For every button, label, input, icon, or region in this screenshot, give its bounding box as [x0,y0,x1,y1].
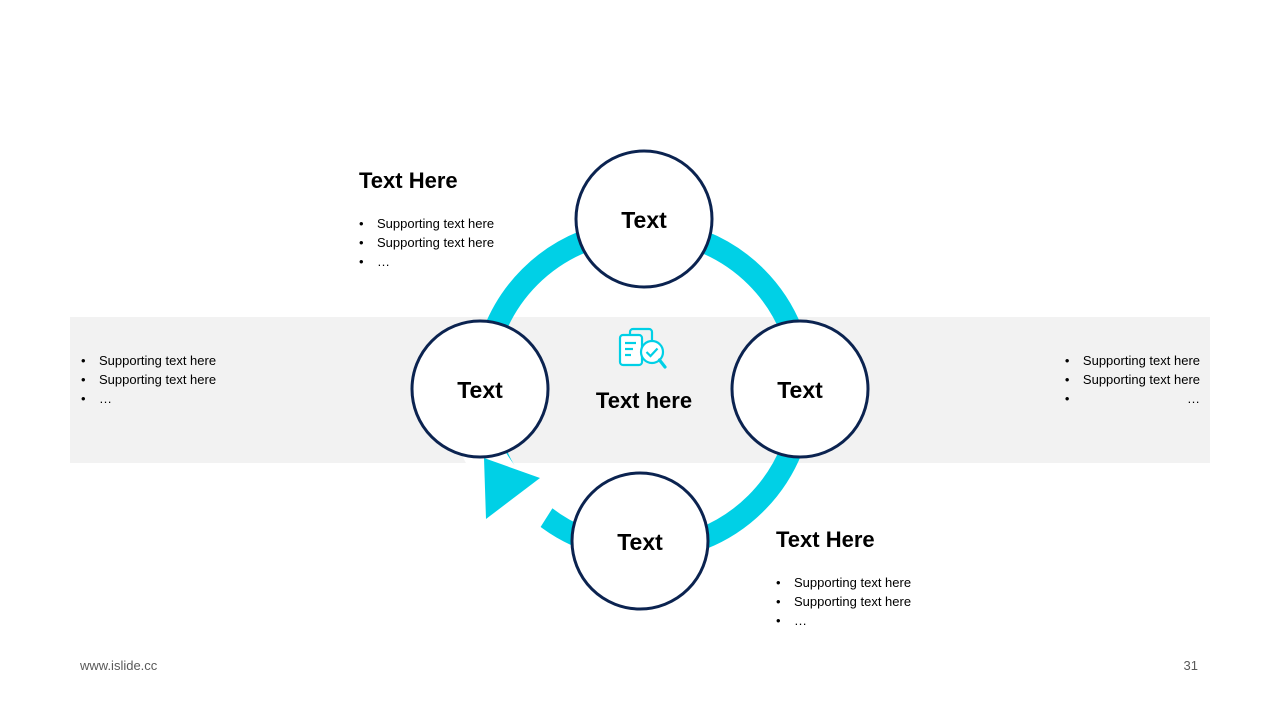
bullet-item: … [1065,389,1200,408]
bullet-item: Supporting text here [1065,370,1200,389]
page-number: 31 [1183,658,1198,673]
bullet-item: Supporting text here [359,233,494,252]
right-band-bullet-list: Supporting text here Supporting text her… [1065,351,1200,408]
node-label-bottom: Text [617,528,663,555]
bullet-item: Supporting text here [81,370,216,389]
left-band-bullet-list: Supporting text here Supporting text her… [81,351,216,408]
bullet-item: Supporting text here [776,573,911,592]
top-left-heading: Text Here [359,168,458,193]
node-circle-right [730,319,870,459]
bullet-item: Supporting text here [1065,351,1200,370]
node-label-right: Text [777,376,823,403]
bullet-item: Supporting text here [359,214,494,233]
node-label-top: Text [621,206,667,233]
node-circle-top [574,149,714,289]
node-label-left: Text [457,376,503,403]
cycle-arrowhead [484,458,540,519]
footer-website: www.islide.cc [80,658,158,673]
node-circle-bottom [570,471,710,611]
node-circle-left [410,319,550,459]
bullet-item: Supporting text here [81,351,216,370]
bullet-item: … [776,611,911,630]
document-search-check-icon [618,327,667,369]
bullet-item: Supporting text here [776,592,911,611]
bottom-right-bullet-list: Supporting text here Supporting text her… [776,573,911,630]
center-title: Text here [595,388,693,413]
bullet-item: … [81,389,216,408]
top-left-bullet-list: Supporting text here Supporting text her… [359,214,494,271]
bottom-right-heading: Text Here [776,527,875,552]
bullet-item: … [359,252,494,271]
